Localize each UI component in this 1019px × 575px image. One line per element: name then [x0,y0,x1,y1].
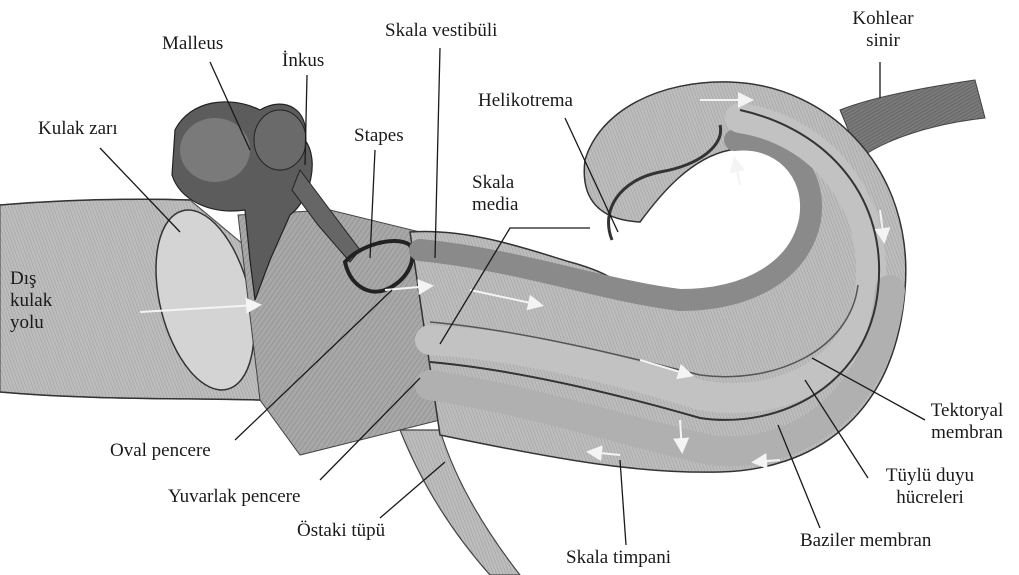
label-skala-timpani: Skala timpani [566,547,671,569]
label-baziler-membran: Baziler membran [800,530,931,552]
eustachian-tube [400,430,520,575]
label-oval-pencere: Oval pencere [110,440,211,462]
label-malleus: Malleus [162,33,223,55]
label-tuylu-duyu-hucreleri: Tüylü duyu hücreleri [870,465,990,509]
label-stapes: Stapes [354,125,404,147]
label-skala-vestibuli: Skala vestibüli [385,20,497,42]
label-tektoryal-membran: Tektoryal membran [920,400,1014,444]
label-helikotrema: Helikotrema [478,90,573,112]
label-kulak-zari: Kulak zarı [38,118,118,140]
label-inkus: İnkus [282,50,324,72]
label-yuvarlak-pencere: Yuvarlak pencere [168,486,300,508]
label-kohlear-sinir: Kohlear sinir [846,8,920,52]
label-skala-media: Skala media [472,172,518,216]
flow-arrow [735,160,740,185]
label-dis-kulak-yolu: Dış kulak yolu [10,268,52,334]
label-ostaki-tupu: Östaki tüpü [297,520,385,542]
leader-line-skala-vestibuli [435,48,440,258]
leader-line-skala-timpani [620,460,626,545]
incus-head [254,110,306,170]
